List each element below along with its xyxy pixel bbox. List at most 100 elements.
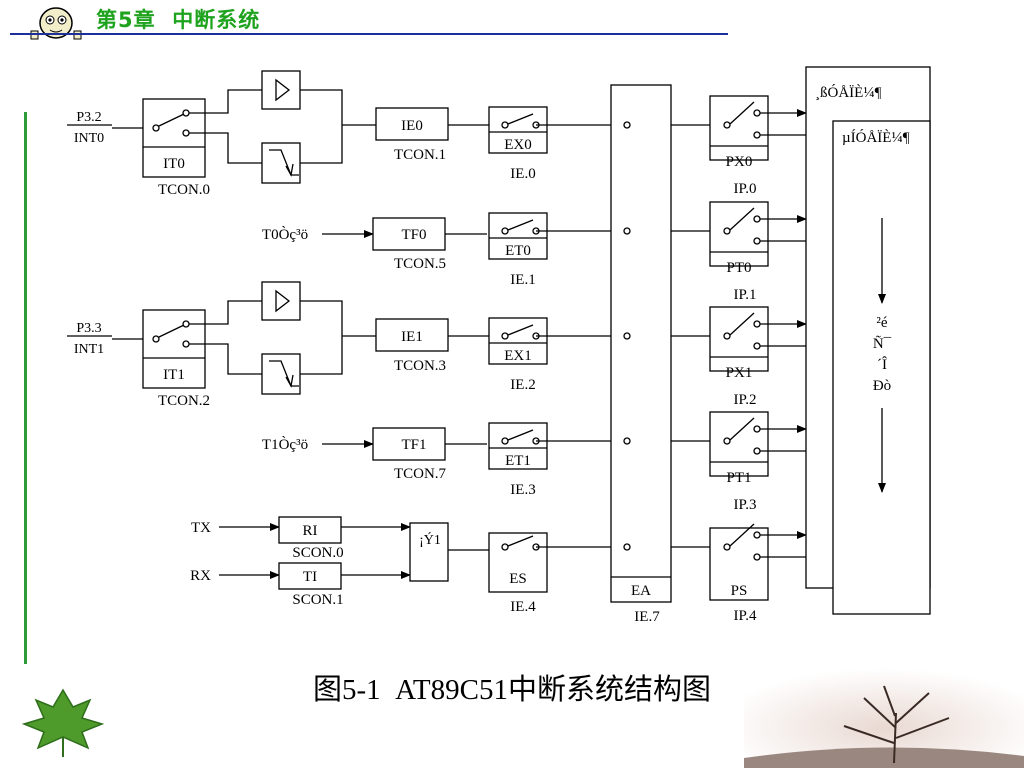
int0-edge-contact: [182, 129, 190, 137]
ex1-register-label: IE.2: [510, 377, 535, 393]
it0-register-label: TCON.0: [158, 182, 210, 198]
ti-label: TI: [303, 569, 317, 585]
ex0-enable-box: [488, 106, 548, 154]
ps-low-contact: [753, 553, 761, 561]
pt0-low-contact: [753, 237, 761, 245]
signal-wire: [300, 300, 343, 375]
et1-switch-contact: [501, 437, 509, 445]
px0-low-contact: [753, 131, 761, 139]
tf1-flag-box: [372, 427, 446, 461]
px0-switch-contact: [753, 109, 761, 117]
ex1-label: EX1: [504, 348, 532, 364]
title-divider: [10, 33, 728, 35]
es-label: ES: [509, 571, 527, 587]
ps-priority-box: [709, 527, 769, 601]
tx-label: TX: [191, 520, 211, 536]
high-priority-label: ¸ßÓÅÏÈ¼¶: [815, 84, 882, 101]
query-order-char: Ñ¯: [873, 336, 892, 352]
signal-wire: [189, 300, 262, 325]
query-order-char: Ðò: [873, 378, 891, 394]
ea-switch-contact: [623, 543, 631, 551]
ti-flag-box: [278, 562, 342, 590]
et1-enable-box: [488, 422, 548, 470]
chapter-title: 第5章 中断系统: [96, 8, 261, 32]
int0-level-contact: [182, 109, 190, 117]
pt1-switch-contact: [753, 425, 761, 433]
ea-switch-contact: [623, 227, 631, 235]
pt1-label: PT1: [726, 470, 751, 486]
ex1-switch-blade: [507, 324, 534, 336]
ps-label: PS: [731, 583, 748, 599]
tf0-flag-box: [372, 217, 446, 251]
or-gate-label: ¡Ý1: [419, 531, 441, 548]
pt1-switch-contact: [723, 437, 731, 445]
int0-edge-detector: [261, 142, 301, 184]
pt1-switch-blade: [729, 417, 755, 441]
int1-pin-label: P3.3: [76, 321, 101, 336]
ie0-label: IE0: [401, 118, 423, 134]
ea-global-enable: [610, 84, 672, 603]
left-accent-bar: [24, 112, 27, 664]
et1-label: ET1: [505, 453, 531, 469]
tf0-source-label: T0Òç³ö: [262, 226, 308, 243]
pt0-register-label: IP.1: [734, 287, 757, 303]
ex1-switch-contact: [501, 332, 509, 340]
int1-edge-contact: [182, 340, 190, 348]
ps-register-label: IP.4: [734, 608, 757, 624]
buffer-triangle-icon: [275, 78, 291, 102]
low-priority-level: [832, 120, 931, 615]
px1-priority-box: [709, 306, 769, 372]
et0-enable-box: [488, 212, 548, 260]
ea-register-label: IE.7: [634, 609, 660, 625]
figure-caption: 图5-1 AT89C51中断系统结构图: [313, 674, 711, 706]
ri-register-label: SCON.0: [292, 545, 343, 561]
signal-wire: [189, 343, 262, 375]
px1-low-contact: [753, 342, 761, 350]
it1-label: IT1: [163, 367, 185, 383]
pt0-switch-contact: [723, 227, 731, 235]
ex0-register-label: IE.0: [510, 166, 535, 182]
it1-register-label: TCON.2: [158, 393, 210, 409]
es-switch-contact: [501, 543, 509, 551]
pt0-switch-blade: [729, 207, 755, 231]
int1-level-contact: [182, 320, 190, 328]
ie0-flag-box: [375, 107, 449, 141]
int0-level-buffer: [261, 70, 301, 110]
int1-level-buffer: [261, 281, 301, 321]
es-enable-box: [488, 532, 548, 593]
signal-wire: [189, 89, 262, 114]
ea-switch-contact: [623, 332, 631, 340]
interrupt-structure-diagram: P3.2INT0IT0TCON.0IE0TCON.1P3.3INT1IT1TCO…: [67, 66, 931, 625]
it0-label: IT0: [163, 156, 185, 172]
ti-register-label: SCON.1: [292, 592, 343, 608]
tree-photo: [744, 668, 1024, 768]
falling-edge-arrow-icon: [285, 163, 294, 177]
signal-wire: [189, 132, 262, 164]
px1-switch-contact: [723, 332, 731, 340]
et1-register-label: IE.3: [510, 482, 535, 498]
tf0-label: TF0: [401, 227, 426, 243]
px0-register-label: IP.0: [734, 181, 757, 197]
falling-edge-arrow-icon: [285, 374, 294, 388]
px1-register-label: IP.2: [734, 392, 757, 408]
ie1-label: IE1: [401, 329, 423, 345]
int0-trigger-box: [142, 98, 206, 178]
ie1-flag-box: [375, 318, 449, 352]
tf1-register-label: TCON.7: [394, 466, 447, 482]
ea-label: EA: [631, 583, 651, 599]
signal-wire: [300, 89, 343, 164]
ex0-label: EX0: [504, 137, 532, 153]
ps-switch-contact: [723, 543, 731, 551]
int1-edge-detector: [261, 353, 301, 395]
et0-switch-blade: [507, 219, 534, 231]
ps-switch-blade: [729, 523, 755, 547]
pt0-priority-box: [709, 201, 769, 267]
pt1-priority-box: [709, 411, 769, 477]
query-order-char: ´Î: [877, 356, 887, 373]
px0-switch-contact: [723, 121, 731, 129]
serial-or-gate: [409, 522, 449, 582]
pt0-label: PT0: [726, 260, 751, 276]
int1-switch-pivot: [152, 335, 160, 343]
leaf-icon: [21, 688, 105, 757]
